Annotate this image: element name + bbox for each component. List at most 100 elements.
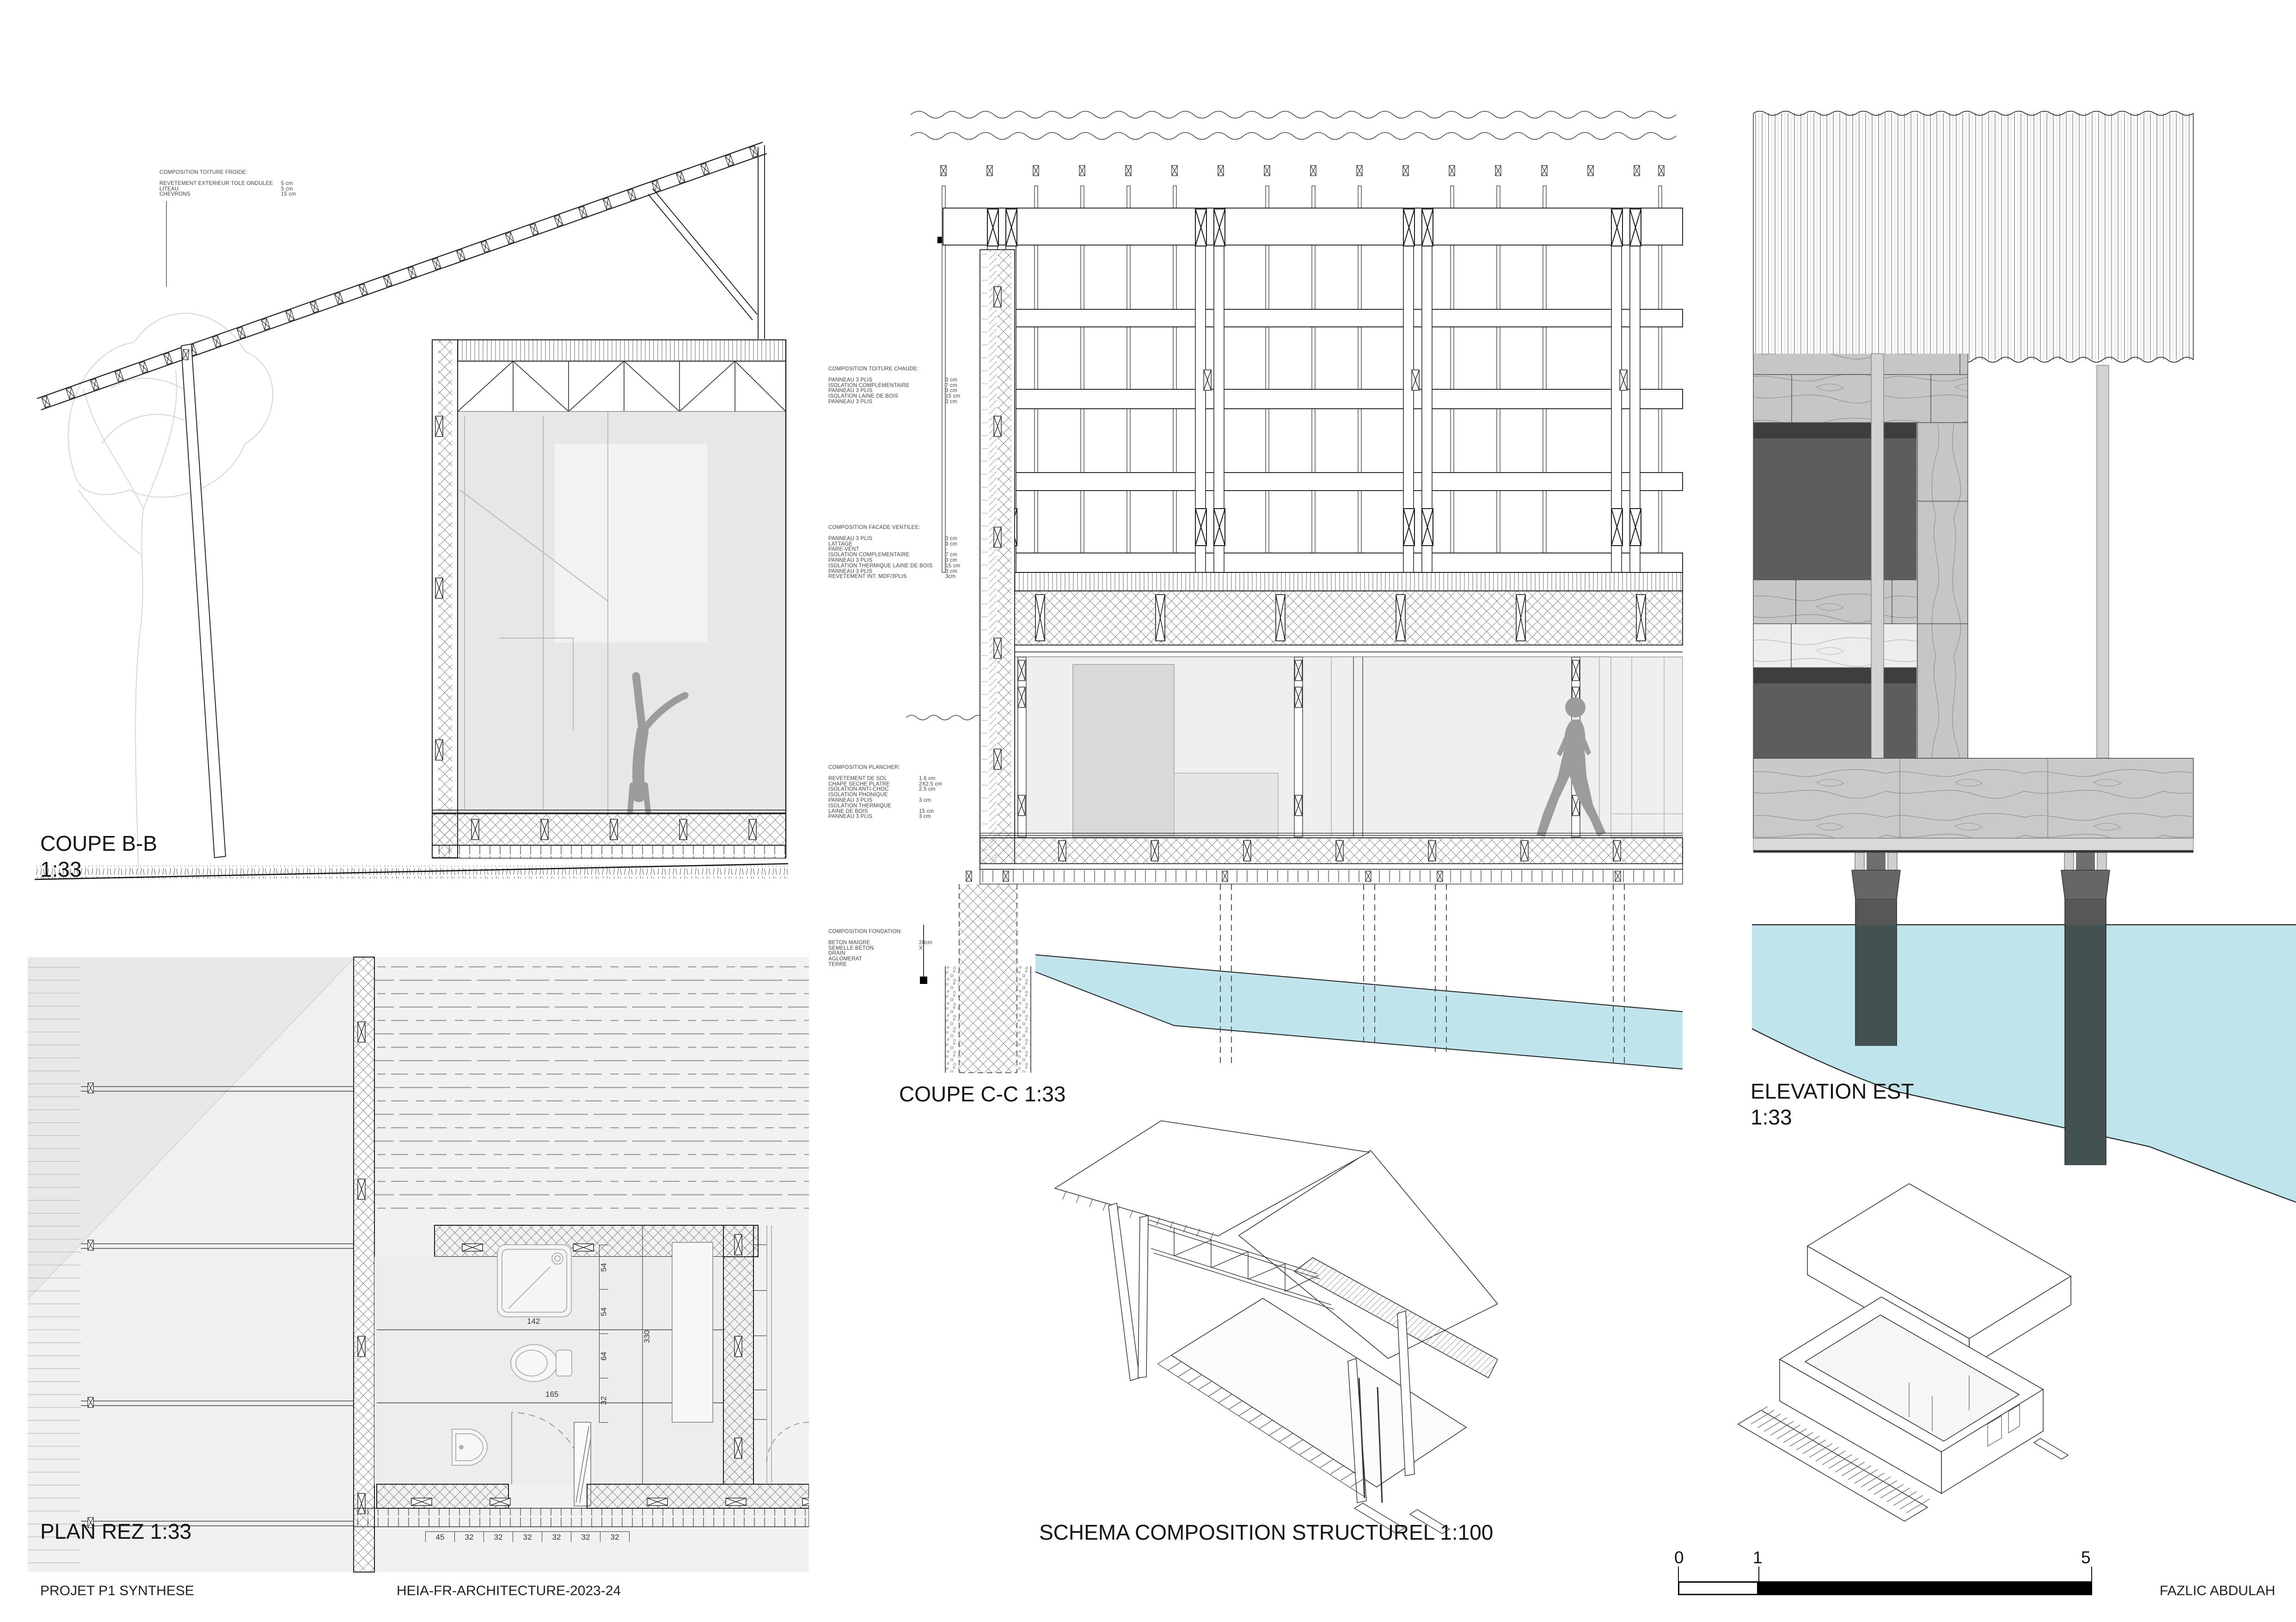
- wall-connectors: [81, 1086, 354, 1526]
- elevation-est-title: ELEVATION EST 1:33: [1751, 1078, 1914, 1130]
- annotation-title: COMPOSITION FONDATION:: [828, 929, 902, 934]
- deck-strip: [1737, 1406, 1930, 1522]
- coupe-cc-drawing: [906, 111, 1683, 1073]
- scale-five: 5: [2081, 1548, 2091, 1567]
- toilet: [510, 1344, 572, 1382]
- warm-roof-band: [432, 339, 786, 362]
- scale-zero: 0: [1674, 1548, 1684, 1567]
- terrace-area-light: [28, 958, 354, 1572]
- dim-142: 142: [527, 1317, 540, 1326]
- tray-details: [1909, 1376, 2020, 1447]
- wall-section: [432, 339, 458, 858]
- facade-column: [1871, 353, 1884, 759]
- footer-project: PROJET P1 SYNTHESE: [40, 1583, 194, 1598]
- interior-back-wall: [555, 444, 707, 643]
- roof-plane-left: [1054, 1120, 1371, 1236]
- title-line: ELEVATION EST: [1751, 1079, 1914, 1103]
- base-bar: [2033, 1438, 2069, 1460]
- scale-tick: [1758, 1567, 1759, 1581]
- panel-joints: [1753, 354, 1968, 758]
- pile-2: [2061, 852, 2110, 1165]
- facade-wall-section: [980, 249, 1015, 870]
- coupe-cc-title: COUPE C-C 1:33: [899, 1082, 1066, 1106]
- pile-lines: [1220, 884, 1625, 1066]
- annotation-toiture-chaude: COMPOSITION TOITURE CHAUDE: PANNEAU 3 PL…: [828, 366, 995, 405]
- interior-fittings: [981, 657, 1683, 837]
- free-post: [2096, 365, 2109, 759]
- person-silhouette-handstand: [627, 672, 689, 815]
- upper-deck-dashed: [374, 957, 809, 1216]
- deck-band: [1753, 758, 2194, 853]
- walls-tray-side: [1941, 1389, 2044, 1494]
- building-section: [432, 339, 787, 859]
- wardrobe: [672, 1242, 713, 1423]
- water: [1751, 924, 2296, 1203]
- person-silhouette-walking: [1537, 697, 1606, 837]
- roof-plane-right: [1238, 1149, 1498, 1359]
- scale-bar: 0 1 5: [1674, 1548, 2095, 1599]
- washbasin: [452, 1429, 488, 1466]
- coupe-bb-title: COUPE B-B 1:33: [40, 830, 157, 882]
- plan-rez-drawing: [28, 957, 809, 1573]
- right-room-wall: [766, 1225, 772, 1484]
- columns: [1108, 1203, 1415, 1503]
- foundation-pile: [920, 871, 1031, 1073]
- interior-lines: [459, 412, 608, 813]
- title-line: COUPE B-B: [40, 831, 158, 855]
- floor-plate: [1170, 1298, 1467, 1487]
- right-wall: [723, 1225, 766, 1485]
- annotation-toiture-froide: COMPOSITION TOITURE FROIDE: REVETEMENT E…: [159, 170, 326, 197]
- footer-author: FAZLIC ABDULAH: [2160, 1583, 2276, 1598]
- window-band-1: [1753, 423, 1916, 580]
- dim-165: 165: [545, 1390, 559, 1399]
- scale-one: 1: [1753, 1548, 1763, 1567]
- coupe-bb-drawing: [34, 141, 789, 880]
- floor-section: [432, 810, 786, 859]
- warm-roof-buildup: [980, 572, 1683, 657]
- truss: [1139, 1216, 1335, 1310]
- facade-wall: [353, 957, 375, 1573]
- schema-axon-structure: [1054, 1120, 1498, 1534]
- scale-segment-white: [1678, 1581, 1758, 1595]
- roof-framing-grid: [940, 165, 1683, 573]
- ground-beams: [1353, 1503, 1451, 1534]
- break-lines: [906, 111, 1677, 720]
- annotation-title: COMPOSITION TOITURE CHAUDE:: [828, 366, 919, 372]
- plan-rez-title: PLAN REZ 1:33: [40, 1519, 192, 1543]
- scale-segment-black: [1758, 1581, 2092, 1595]
- shower: [497, 1244, 572, 1317]
- cold-roof: [37, 141, 767, 411]
- bottom-wall: [353, 1484, 809, 1527]
- floor-section: [980, 833, 1683, 885]
- tree-sketch: [67, 313, 274, 879]
- scale-line: 1:33: [40, 857, 82, 881]
- ground: [34, 863, 789, 880]
- deck-boards: [28, 957, 81, 1572]
- roof-truss: [432, 360, 786, 412]
- roof-end-post: [648, 145, 765, 339]
- pile-1: [1851, 852, 1901, 1046]
- water: [1035, 954, 1683, 1069]
- corrugated-roof: [1753, 111, 2194, 363]
- inclined-column: [180, 343, 227, 859]
- tray-interior: [1804, 1315, 2020, 1442]
- footer-course: HEIA-FR-ARCHITECTURE-2023-24: [397, 1583, 621, 1598]
- rafter-layer: [1293, 1257, 1498, 1379]
- annotation-title: COMPOSITION TOITURE FROIDE:: [159, 170, 248, 175]
- schema-axon-volumes: [1737, 1183, 2072, 1522]
- annotation-title: COMPOSITION PLANCHER:: [828, 765, 900, 770]
- scale-tick: [1678, 1567, 1679, 1581]
- schema-title: SCHEMA COMPOSITION STRUCTUREL 1:100: [1039, 1520, 1494, 1544]
- scale-line: 1:33: [1751, 1105, 1792, 1129]
- scale-tick: [2091, 1567, 2092, 1581]
- floor-joists: [1157, 1355, 1365, 1497]
